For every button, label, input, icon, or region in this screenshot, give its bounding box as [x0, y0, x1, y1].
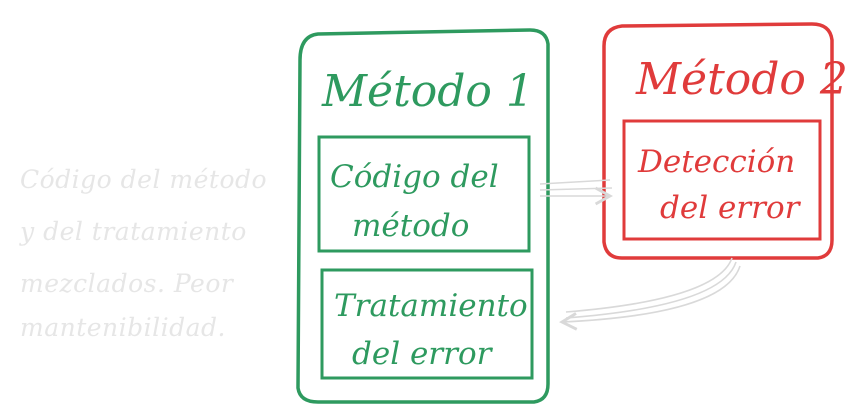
method-1-box: Método 1 Código del método Tratamiento d…	[296, 28, 550, 404]
error-detection-line-1: Detección	[637, 144, 795, 180]
method-2-box: Método 2 Detección del error	[602, 22, 848, 260]
error-handling-line-2: del error	[352, 336, 494, 372]
method-code-line-1: Código del	[330, 159, 499, 195]
arrow-to-error-handling	[559, 257, 741, 331]
note-line-1: Código del método	[20, 165, 267, 194]
method-1-title: Método 1	[321, 66, 534, 117]
error-detection-line-2: del error	[660, 190, 802, 226]
error-handling-box: Tratamiento del error	[320, 268, 534, 380]
side-note: Código del método y del tratamiento mezc…	[19, 165, 267, 342]
method-code-line-2: método	[352, 208, 469, 244]
error-handling-line-1: Tratamiento	[334, 288, 528, 324]
note-line-4: mantenibilidad.	[20, 313, 226, 342]
note-line-2: y del tratamiento	[19, 217, 247, 246]
arrow-to-detection	[539, 179, 613, 206]
error-detection-box: Detección del error	[622, 119, 822, 241]
method-2-title: Método 2	[635, 54, 848, 105]
method-code-box: Código del método	[317, 135, 531, 253]
note-line-3: mezclados. Peor	[20, 269, 235, 298]
